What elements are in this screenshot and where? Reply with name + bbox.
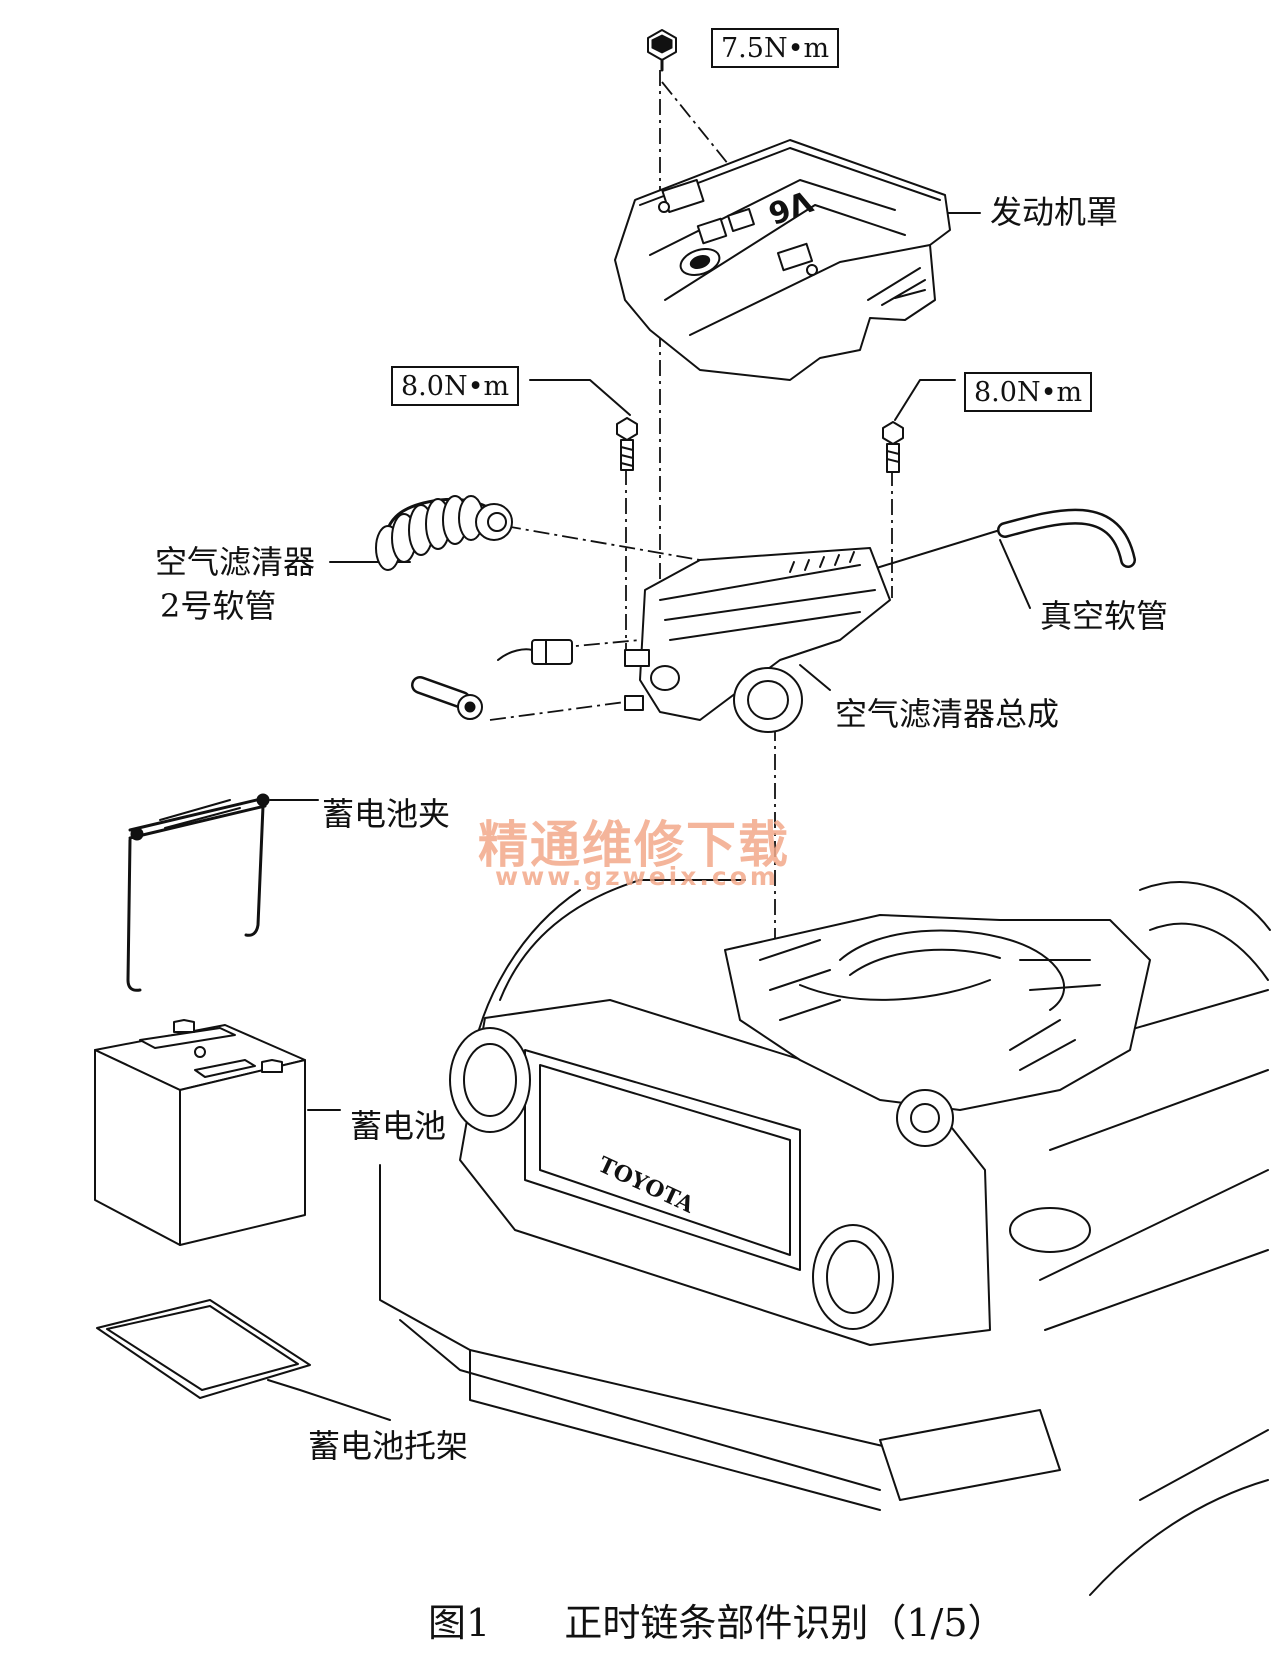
cover-nut-icon [647, 29, 677, 72]
cover-nut-torque: 7.5N•m [711, 28, 840, 68]
breather-hose-clip [411, 676, 483, 720]
engine-cover-label: 发动机罩 [990, 193, 1119, 231]
figure-number: 图1 [428, 1601, 491, 1645]
air-hose-label-line2: 2号软管 [160, 587, 277, 625]
vehicle-front [379, 879, 1271, 1596]
air-cleaner-assembly [624, 547, 891, 733]
battery-tray-label: 蓄电池托架 [308, 1427, 469, 1465]
watermark-title: 精通维修下载 [478, 816, 790, 874]
right-bolt-icon [882, 421, 904, 473]
vacuum-hose [997, 508, 1136, 568]
figure-title: 正时链条部件识别（1/5） [564, 1601, 1006, 1645]
right-bolt-torque: 8.0N•m [964, 372, 1093, 412]
air-cleaner-hose-no2 [375, 495, 513, 571]
battery [94, 1019, 306, 1246]
left-bolt-torque: 8.0N•m [391, 366, 520, 406]
battery-label: 蓄电池 [350, 1107, 447, 1145]
figure-caption: 图1 正时链条部件识别（1/5） [428, 1592, 1006, 1647]
sensor-connector [497, 639, 573, 665]
left-bolt-icon [616, 417, 638, 471]
air-hose-label-line1: 空气滤清器 [155, 543, 316, 581]
battery-clamp-label: 蓄电池夹 [322, 795, 451, 833]
battery-clamp [126, 793, 270, 992]
watermark-url: www.gzweix.com [495, 862, 779, 891]
engine-cover [614, 139, 951, 381]
vacuum-hose-label: 真空软管 [1040, 597, 1169, 635]
air-cleaner-assembly-label: 空气滤清器总成 [835, 695, 1060, 733]
battery-tray [96, 1299, 311, 1399]
